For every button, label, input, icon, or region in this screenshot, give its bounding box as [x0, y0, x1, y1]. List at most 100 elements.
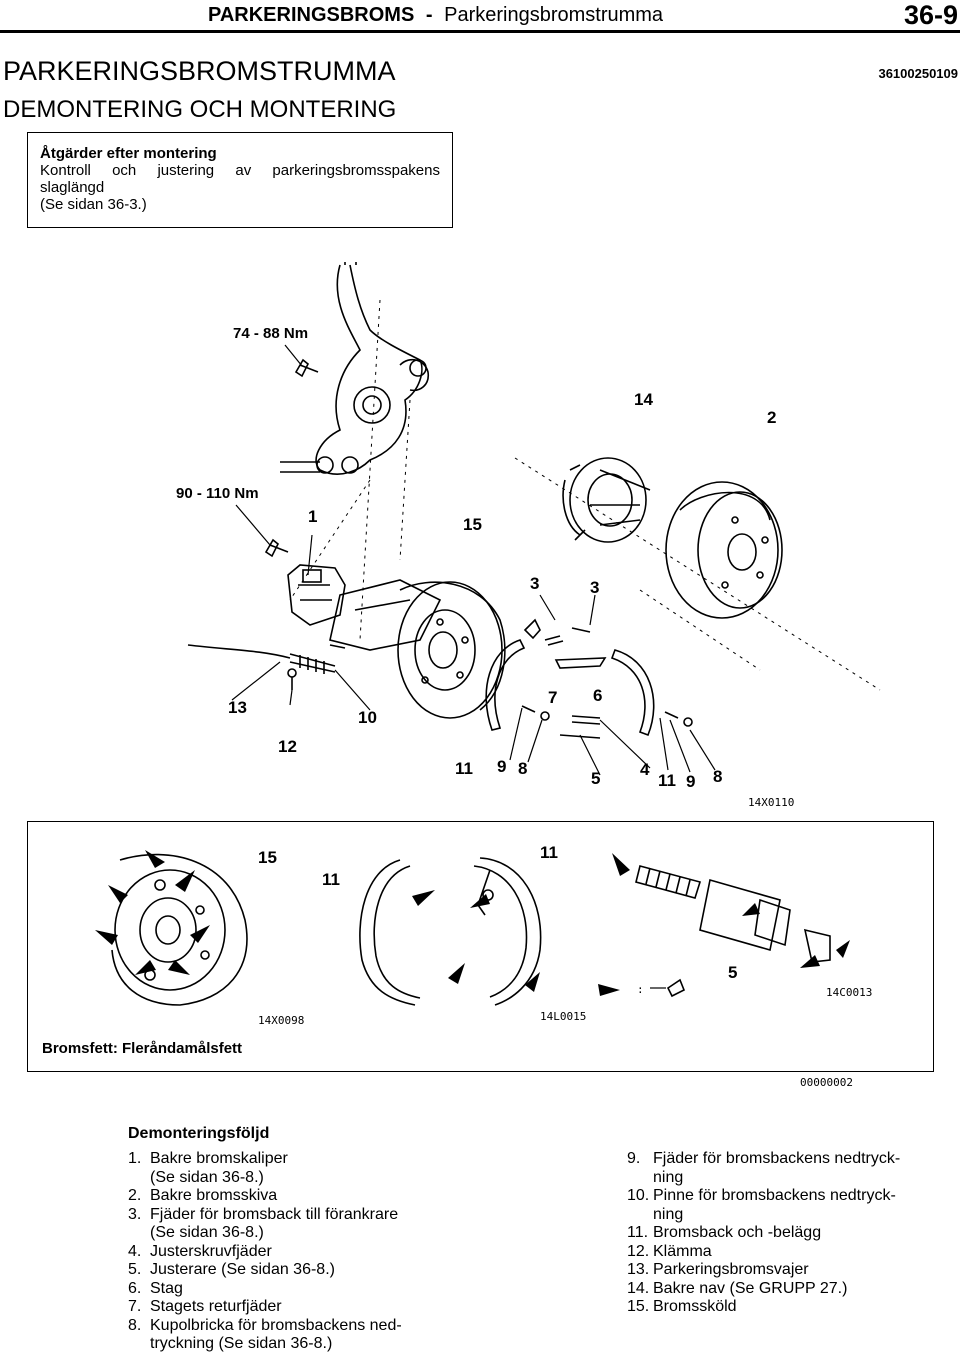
page-number: 36-9: [903, 0, 958, 30]
sequence-item-number: 2.: [128, 1187, 142, 1204]
backing-plate-drawing: [397, 581, 506, 719]
callout-15: 15: [463, 515, 482, 534]
sequence-item-number: 9.: [627, 1150, 641, 1167]
sequence-item-number: 7.: [128, 1298, 142, 1315]
brake-shoe-right-drawing: [610, 649, 655, 737]
callout-1: 1: [308, 507, 318, 526]
sequence-item: 8.Kupolbricka för bromsbackens ned-: [128, 1317, 448, 1336]
sequence-item-number: 15.: [627, 1298, 650, 1315]
sequence-item: (Se sidan 36-8.): [128, 1224, 448, 1243]
sequence-item: ning: [627, 1169, 947, 1188]
clamp-drawing: [287, 668, 297, 690]
sequence-item: 13.Parkeringsbromsvajer: [627, 1261, 947, 1280]
callout-7: 7: [548, 688, 558, 707]
sequence-item-number: 3.: [128, 1205, 142, 1223]
detail-callout-5: 5: [728, 963, 738, 982]
parking-brake-cable-drawing: [187, 644, 346, 674]
detail-callout-11b: 11: [540, 843, 558, 862]
sequence-item-text: Justerskruvfjäder: [150, 1242, 272, 1260]
grease-point-arrows: [95, 850, 850, 996]
callout-9b: 9: [686, 772, 696, 791]
header-separator: -: [425, 4, 433, 26]
small-parts-drawing: [521, 618, 693, 739]
callout-4: 4: [640, 760, 650, 779]
figure-code-right: 14C0013: [826, 986, 873, 999]
sequence-item-number: 4.: [128, 1242, 142, 1260]
callout-9a: 9: [497, 757, 507, 776]
sequence-item: 2. Bakre bromsskiva: [128, 1187, 448, 1206]
sequence-item-text: Fjäder för bromsbackens nedtryck-: [653, 1150, 901, 1167]
callout-3b: 3: [590, 578, 600, 597]
steering-knuckle-drawing: [280, 262, 430, 475]
assembly-axis-lines: [289, 299, 881, 691]
frame-code: 00000002: [800, 1076, 853, 1089]
sequence-item-number: 14.: [627, 1279, 650, 1297]
sequence-item: 1. Bakre bromskaliper: [128, 1150, 448, 1169]
sequence-item: 15.Bromssköld: [627, 1298, 947, 1317]
figure-code-middle: 14L0015: [540, 1010, 587, 1023]
callout-6: 6: [593, 686, 603, 705]
sequence-item: 12.Klämma: [627, 1243, 947, 1262]
callout-14: 14: [634, 390, 653, 409]
callout-leaders-main: [231, 344, 716, 776]
sequence-item: ning: [627, 1206, 947, 1225]
grease-legend-colon: :: [637, 983, 644, 996]
callout-8b: 8: [713, 767, 723, 786]
sequence-item-text: Pinne för bromsbackens nedtryck-: [653, 1187, 896, 1204]
hub-drawing: [562, 457, 651, 543]
sequence-item-text: Klämma: [653, 1242, 712, 1260]
sequence-item-text: Justerare (Se sidan 36-8.): [150, 1261, 335, 1278]
sequence-item: 11.Bromsback och -belägg: [627, 1224, 947, 1243]
sequence-item-text: (Se sidan 36-8.): [150, 1168, 264, 1186]
callout-10: 10: [358, 708, 377, 727]
sequence-list-left: 1.Bakre bromskaliper(Se sidan 36-8.)2.Ba…: [128, 1150, 448, 1354]
sequence-item-text: Stagets returfjäder: [150, 1298, 282, 1315]
caliper-drawing: [287, 564, 346, 626]
sequence-item-number: 5.: [128, 1261, 142, 1278]
sequence-item-text: ning: [653, 1205, 684, 1223]
sequence-item: 14.Bakre nav (Se GRUPP 27.): [627, 1280, 947, 1299]
sequence-item: 5. Justerare (Se sidan 36-8.): [128, 1261, 448, 1280]
sequence-item: 7. Stagets returfjäder: [128, 1298, 448, 1317]
callout-3a: 3: [530, 574, 540, 593]
detail-backing-plate-drawing: [111, 853, 248, 1006]
header-rule: [0, 30, 960, 33]
note-title: Åtgärder efter montering: [40, 145, 217, 162]
grease-label: Bromsfett: Fleråndamålsfett: [42, 1040, 243, 1057]
sequence-item: 6.Stag: [128, 1280, 448, 1299]
note-box: Åtgärder efter montering Kontroll och ju…: [27, 132, 453, 228]
note-line-2: slaglängd: [40, 179, 105, 196]
document-number: 36100250109: [878, 66, 958, 81]
running-header: PARKERINGSBROMS - Parkeringsbromstrumma: [208, 4, 663, 27]
sequence-item-text: Bromssköld: [653, 1298, 737, 1315]
sequence-item: (Se sidan 36-8.): [128, 1169, 448, 1188]
sequence-item-text: Bakre bromsskiva: [150, 1187, 278, 1204]
detail-brake-shoes-drawing: [359, 857, 542, 1006]
callout-11b: 11: [658, 771, 676, 790]
detail-callout-15: 15: [258, 848, 277, 867]
torque-label-lower: 90 - 110 Nm: [176, 485, 259, 502]
header-subsection: Parkeringsbromstrumma: [444, 4, 664, 26]
sequence-item-text: Bakre bromskaliper: [150, 1150, 288, 1167]
sequence-item-number: 1.: [128, 1150, 142, 1167]
sequence-item-text: Bakre nav (Se GRUPP 27.): [653, 1279, 848, 1297]
mounting-bracket-drawing: [329, 579, 442, 651]
detail-adjuster-drawing: [635, 865, 831, 998]
sequence-item-number: 13.: [627, 1261, 650, 1278]
callout-13: 13: [228, 698, 247, 717]
callout-5: 5: [591, 769, 601, 788]
figure-code-left: 14X0098: [258, 1014, 305, 1027]
detail-callout-11a: 11: [322, 870, 340, 889]
sequence-item: 3.Fjäder för bromsback till förankrare: [128, 1206, 448, 1225]
sequence-item-text: tryckning (Se sidan 36-8.): [150, 1335, 333, 1352]
sequence-item-text: Stag: [150, 1279, 183, 1297]
sequence-item-text: Parkeringsbromsvajer: [653, 1261, 809, 1278]
sequence-item-text: Bromsback och -belägg: [653, 1224, 822, 1241]
sequence-item: 10.Pinne för bromsbackens nedtryck-: [627, 1187, 947, 1206]
sequence-item-text: (Se sidan 36-8.): [150, 1224, 264, 1241]
torque-label-upper: 74 - 88 Nm: [233, 325, 309, 342]
sequence-item: tryckning (Se sidan 36-8.): [128, 1335, 448, 1354]
